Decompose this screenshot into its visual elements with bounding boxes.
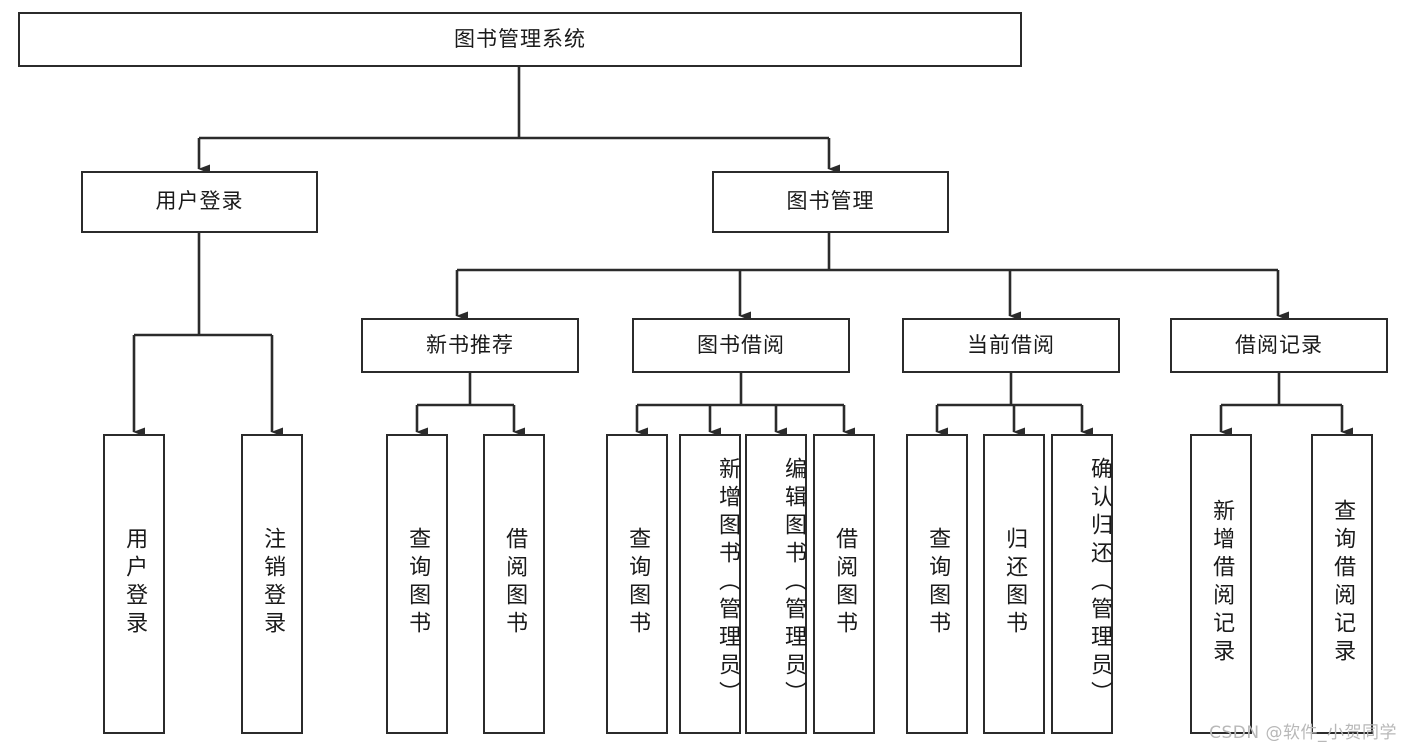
leaf-query-book-borrow-label: 查询图书: [625, 527, 651, 639]
node-current-borrow[interactable]: 当前借阅: [902, 318, 1120, 373]
watermark: CSDN @软件_小贺同学: [1209, 723, 1397, 743]
node-root[interactable]: 图书管理系统: [18, 12, 1022, 67]
node-user-login-label: 用户登录: [155, 189, 244, 214]
node-book-management[interactable]: 图书管理: [712, 171, 949, 233]
node-book-borrow[interactable]: 图书借阅: [632, 318, 850, 373]
leaf-query-book-new-rec[interactable]: 查询图书: [386, 434, 448, 734]
leaf-confirm-return-admin[interactable]: 确认归还（管理员）: [1051, 434, 1113, 734]
leaf-return-book[interactable]: 归还图书: [983, 434, 1045, 734]
leaf-borrow-book-new-rec-label: 借阅图书: [502, 527, 528, 639]
node-new-book-recommend-label: 新书推荐: [426, 332, 514, 357]
leaf-add-book-admin[interactable]: 新增图书（管理员）: [679, 434, 741, 734]
leaf-user-login-label: 用户登录: [122, 527, 148, 639]
leaf-add-borrow-record[interactable]: 新增借阅记录: [1190, 434, 1252, 734]
leaf-borrow-book[interactable]: 借阅图书: [813, 434, 875, 734]
node-new-book-recommend[interactable]: 新书推荐: [361, 318, 579, 373]
leaf-add-borrow-record-label: 新增借阅记录: [1209, 499, 1235, 667]
leaf-add-book-admin-label: 新增图书（管理员）: [715, 457, 740, 709]
node-user-login[interactable]: 用户登录: [81, 171, 318, 233]
leaf-query-book-borrow[interactable]: 查询图书: [606, 434, 668, 734]
leaf-borrow-book-new-rec[interactable]: 借阅图书: [483, 434, 545, 734]
node-book-management-label: 图书管理: [786, 189, 875, 214]
leaf-query-book-current-label: 查询图书: [925, 527, 951, 639]
node-borrow-records[interactable]: 借阅记录: [1170, 318, 1388, 373]
node-borrow-records-label: 借阅记录: [1235, 332, 1323, 357]
leaf-query-borrow-record[interactable]: 查询借阅记录: [1311, 434, 1373, 734]
leaf-query-book-new-rec-label: 查询图书: [405, 527, 431, 639]
leaf-query-book-current[interactable]: 查询图书: [906, 434, 968, 734]
node-root-label: 图书管理系统: [454, 26, 586, 51]
leaf-edit-book-admin[interactable]: 编辑图书（管理员）: [745, 434, 807, 734]
node-book-borrow-label: 图书借阅: [697, 332, 785, 357]
leaf-edit-book-admin-label: 编辑图书（管理员）: [781, 457, 806, 709]
leaf-return-book-label: 归还图书: [1002, 527, 1028, 639]
leaf-logout-label: 注销登录: [260, 527, 286, 639]
leaf-user-login[interactable]: 用户登录: [103, 434, 165, 734]
leaf-confirm-return-admin-label: 确认归还（管理员）: [1087, 457, 1112, 709]
node-current-borrow-label: 当前借阅: [967, 332, 1055, 357]
leaf-query-borrow-record-label: 查询借阅记录: [1330, 499, 1356, 667]
leaf-borrow-book-label: 借阅图书: [832, 527, 858, 639]
leaf-logout[interactable]: 注销登录: [241, 434, 303, 734]
